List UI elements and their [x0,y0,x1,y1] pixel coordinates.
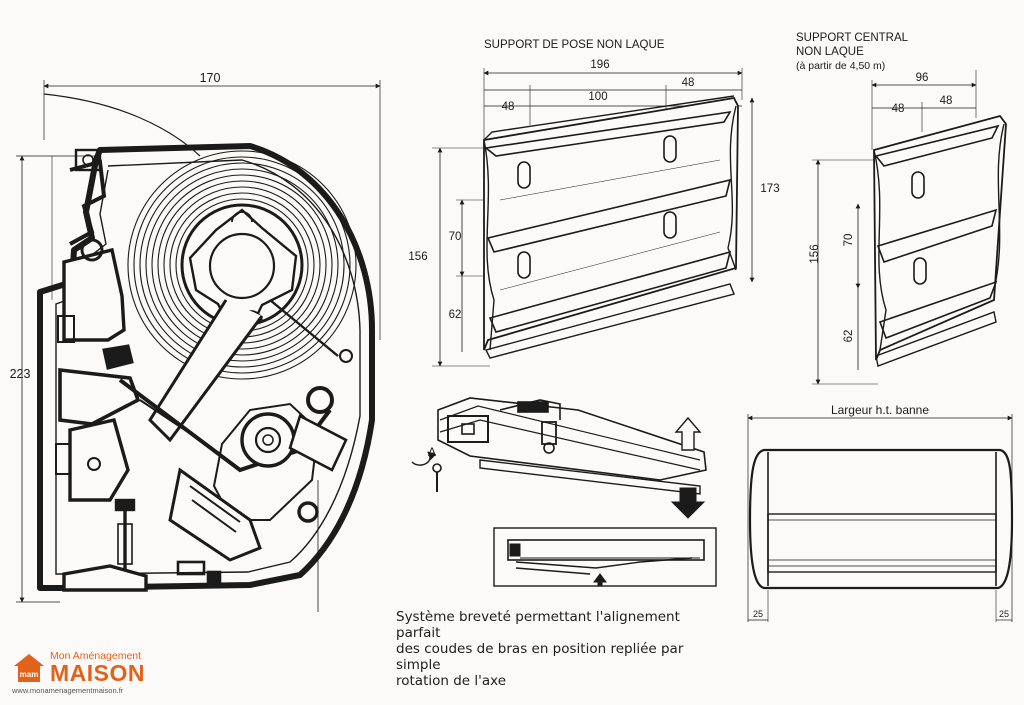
support-pose-hole-spacing: 70 [449,231,462,243]
caption-line-2: des coudes de bras en position repliée p… [396,641,684,673]
cassette-section-view [16,80,381,612]
cassette-front-view [747,414,1014,622]
central-bracket-view [812,70,1007,385]
folded-arm-inset [493,527,717,587]
support-central-title-3: (à partir de 4,50 m) [796,60,885,72]
cassette-right-end: 25 [999,609,1009,619]
mounting-bracket-view [432,68,755,367]
brand-logo[interactable]: mam Mon Aménagement MAISON www.monamenag… [12,650,145,695]
house-icon: mam [14,654,44,682]
section-height-label: 223 [10,367,31,381]
support-central-title-1: SUPPORT CENTRAL [796,32,909,44]
house-logo-text: mam [20,670,39,679]
support-central-width: 96 [916,72,929,84]
bearing-wheel [240,412,296,468]
support-central-title-2: NON LAQUE [796,46,864,58]
support-pose-right-flange: 48 [682,77,695,89]
support-central-height: 156 [809,244,821,263]
support-pose-height-right: 173 [760,183,779,195]
support-pose-title: SUPPORT DE POSE NON LAQUE [484,39,665,51]
support-pose-width: 196 [590,59,609,71]
logo-main-text: MAISON [50,660,145,686]
cassette-width-label: Largeur h.t. banne [831,403,929,417]
support-pose-left-flange: 48 [502,101,515,113]
logo-top-text: Mon Aménagement [50,650,142,662]
arm-marker-a: A [428,445,436,459]
caption-line-1: Système breveté permettant l'alignement … [396,609,680,641]
support-central-left: 48 [892,103,905,115]
support-pose-bottom: 62 [449,309,462,321]
logo-url[interactable]: www.monamenagementmaison.fr [12,686,124,695]
support-pose-center: 100 [588,91,607,103]
caption-line-3: rotation de l'axe [396,673,507,689]
section-width-label: 170 [200,71,221,85]
support-pose-height-left: 156 [408,251,427,263]
support-central-bottom: 62 [843,330,855,343]
support-central-right: 48 [940,95,953,107]
cassette-left-end: 25 [753,609,763,619]
drawing-caption: Système breveté permettant l'alignement … [396,609,726,689]
arm-folding-detail [411,397,707,519]
support-central-hole-spacing: 70 [843,234,855,247]
